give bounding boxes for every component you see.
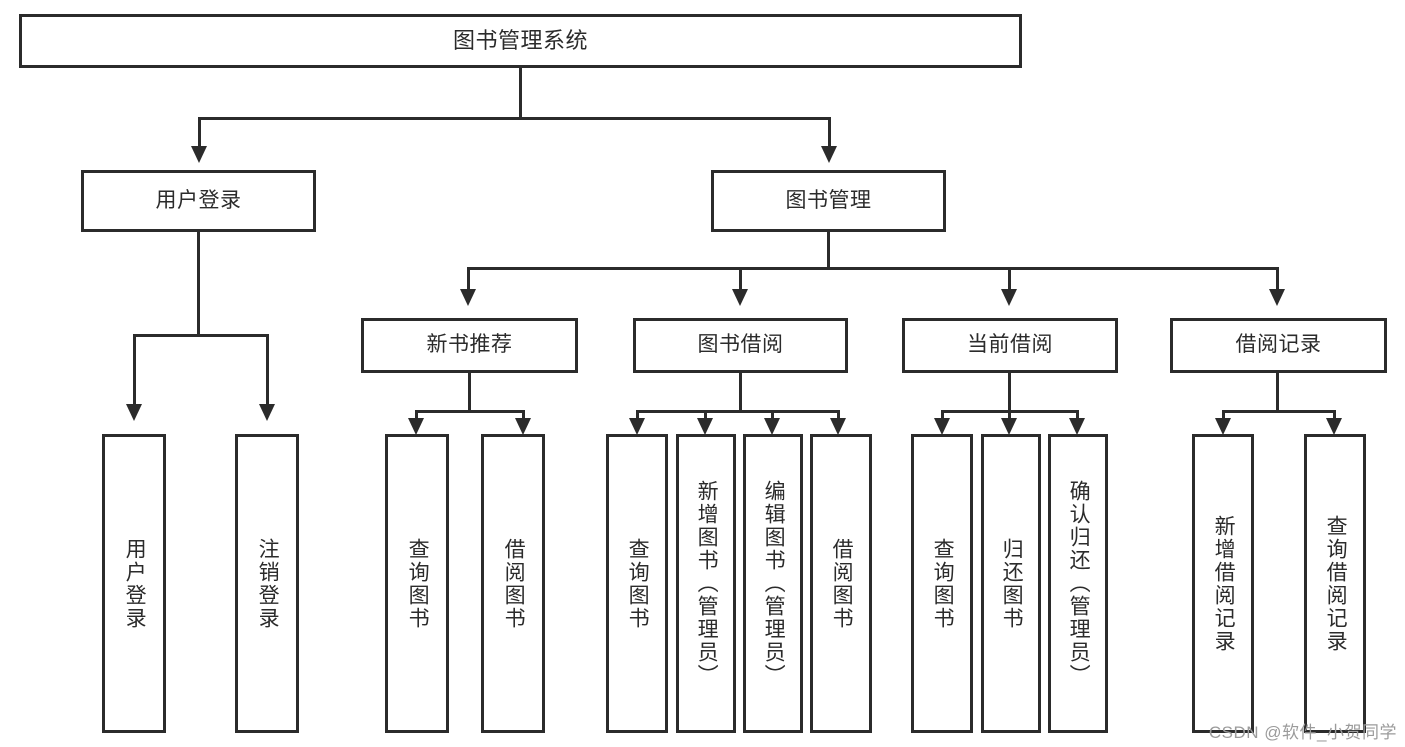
leaf-book-borrow-query[interactable]: 查询图书: [606, 434, 668, 733]
arrowhead-book-borrow-leaf-2: [697, 418, 713, 435]
node-label: 图书管理: [785, 188, 872, 212]
arrowhead-current-borrow-leaf-1: [934, 418, 950, 435]
node-borrow-record[interactable]: 借阅记录: [1170, 318, 1387, 373]
node-label: 新增借阅记录: [1212, 514, 1236, 653]
csdn-watermark: CSDN @软件_小贺同学: [1208, 723, 1397, 742]
edge-book-borrow-to-leaf-1: [636, 410, 639, 423]
edge-root-to-user-login: [198, 117, 201, 148]
edge-new-book-to-leaf-1: [415, 410, 418, 423]
leaf-borrow-record-add[interactable]: 新增借阅记录: [1192, 434, 1254, 733]
node-label: 图书借阅: [697, 333, 784, 357]
edge-current-borrow-stem: [1008, 373, 1011, 412]
edge-book-mgmt-to-new-book: [467, 267, 470, 291]
edge-book-mgmt-stem: [827, 232, 830, 269]
node-label: 查询图书: [931, 537, 955, 630]
edge-root-bus: [198, 117, 831, 120]
arrowhead-new-book-leaf-1: [408, 418, 424, 435]
node-label: 用户登录: [155, 188, 242, 212]
edge-user-login-bus: [133, 334, 269, 337]
node-label: 归还图书: [1000, 537, 1024, 630]
edge-current-borrow-to-leaf-3: [1076, 410, 1079, 423]
edge-new-book-stem: [468, 373, 471, 412]
edge-book-borrow-stem: [739, 373, 742, 412]
arrowhead-current-borrow-leaf-2: [1001, 418, 1017, 435]
edge-borrow-record-stem: [1276, 373, 1279, 412]
leaf-book-borrow-add[interactable]: 新增图书（管理员）: [676, 434, 736, 733]
node-label: 新增图书（管理员）: [695, 480, 719, 687]
edge-book-mgmt-to-book-borrow: [739, 267, 742, 291]
node-label: 用户登录: [123, 537, 147, 630]
node-label: 借阅图书: [502, 537, 526, 630]
node-label: 确认归还（管理员）: [1067, 480, 1091, 687]
arrowhead-new-book-recommend: [460, 289, 476, 306]
edge-user-login-stem: [197, 232, 200, 336]
edge-borrow-record-to-leaf-1: [1222, 410, 1225, 423]
edge-book-borrow-to-leaf-2: [704, 410, 707, 423]
arrowhead-new-book-leaf-2: [515, 418, 531, 435]
leaf-user-login-logout[interactable]: 注销登录: [235, 434, 299, 733]
node-label: 查询图书: [406, 537, 430, 630]
edge-book-mgmt-to-current-borrow: [1008, 267, 1011, 291]
node-label: 编辑图书（管理员）: [762, 480, 786, 687]
node-label: 借阅图书: [830, 537, 854, 630]
arrowhead-book-borrow-leaf-3: [764, 418, 780, 435]
leaf-borrow-record-query[interactable]: 查询借阅记录: [1304, 434, 1366, 733]
edge-current-borrow-to-leaf-1: [941, 410, 944, 423]
node-label: 查询图书: [626, 537, 650, 630]
edge-user-login-to-leaf-2: [266, 334, 269, 406]
arrowhead-book-borrow-leaf-4: [830, 418, 846, 435]
leaf-new-book-borrow[interactable]: 借阅图书: [481, 434, 545, 733]
edge-borrow-record-bus: [1222, 410, 1336, 413]
node-label: 新书推荐: [426, 333, 513, 357]
node-current-borrow[interactable]: 当前借阅: [902, 318, 1118, 373]
node-system-root[interactable]: 图书管理系统: [19, 14, 1022, 68]
leaf-current-borrow-query[interactable]: 查询图书: [911, 434, 973, 733]
edge-user-login-to-leaf-1: [133, 334, 136, 406]
node-book-management[interactable]: 图书管理: [711, 170, 946, 232]
leaf-new-book-query[interactable]: 查询图书: [385, 434, 449, 733]
arrowhead-borrow-record-leaf-2: [1326, 418, 1342, 435]
edge-book-mgmt-to-borrow-record: [1276, 267, 1279, 291]
arrowhead-borrow-record: [1269, 289, 1285, 306]
node-label: 图书管理系统: [452, 28, 588, 54]
leaf-book-borrow-edit[interactable]: 编辑图书（管理员）: [743, 434, 803, 733]
edge-book-borrow-bus: [636, 410, 840, 413]
arrowhead-book-borrow: [732, 289, 748, 306]
edge-book-mgmt-bus: [467, 267, 1279, 270]
edge-book-borrow-to-leaf-3: [771, 410, 774, 423]
leaf-book-borrow-borrow[interactable]: 借阅图书: [810, 434, 872, 733]
arrowhead-current-borrow: [1001, 289, 1017, 306]
edge-current-borrow-to-leaf-2: [1008, 410, 1011, 423]
node-user-login[interactable]: 用户登录: [81, 170, 316, 232]
node-label: 当前借阅: [967, 333, 1053, 357]
edge-root-stem: [519, 68, 522, 119]
arrowhead-book-borrow-leaf-1: [629, 418, 645, 435]
edge-borrow-record-to-leaf-2: [1333, 410, 1336, 423]
node-book-borrow[interactable]: 图书借阅: [633, 318, 848, 373]
arrowhead-to-book-mgmt: [821, 146, 837, 163]
node-label: 查询借阅记录: [1324, 514, 1348, 653]
arrowhead-to-user-login: [191, 146, 207, 163]
edge-book-borrow-to-leaf-4: [837, 410, 840, 423]
arrowhead-user-login-leaf-1: [126, 404, 142, 421]
node-new-book-recommend[interactable]: 新书推荐: [361, 318, 578, 373]
arrowhead-current-borrow-leaf-3: [1069, 418, 1085, 435]
edge-root-to-book-mgmt: [828, 117, 831, 148]
leaf-current-borrow-confirm-return[interactable]: 确认归还（管理员）: [1048, 434, 1108, 733]
leaf-current-borrow-return[interactable]: 归还图书: [981, 434, 1041, 733]
node-label: 注销登录: [256, 537, 280, 630]
arrowhead-borrow-record-leaf-1: [1215, 418, 1231, 435]
edge-new-book-to-leaf-2: [522, 410, 525, 423]
edge-new-book-bus: [415, 410, 525, 413]
arrowhead-user-login-leaf-2: [259, 404, 275, 421]
leaf-user-login-login[interactable]: 用户登录: [102, 434, 166, 733]
node-label: 借阅记录: [1235, 333, 1322, 357]
